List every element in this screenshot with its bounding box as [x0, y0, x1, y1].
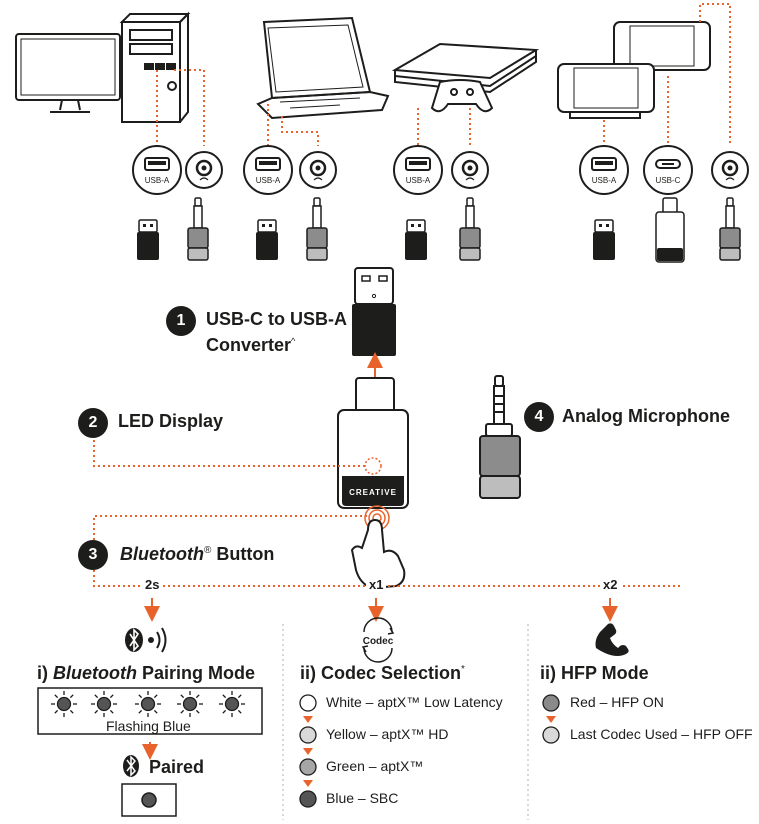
codec-led	[299, 726, 317, 744]
audio-jack-plug-icon	[306, 197, 328, 261]
usb-a-plug-icon	[405, 219, 427, 260]
laptop-icon	[256, 16, 390, 120]
usb-a-port-icon	[393, 145, 443, 195]
press-hold-label: 2s	[142, 577, 163, 592]
converter-label-line1: USB-C to USB-A	[206, 309, 347, 329]
analog-microphone-icon	[479, 375, 521, 499]
converter-label-line2: Converter^	[206, 335, 296, 355]
codec-item-label: Green – aptX™	[326, 758, 424, 774]
usb-c-port-icon	[643, 145, 693, 195]
usb-a-port-icon	[579, 145, 629, 195]
game-console-icon	[391, 42, 540, 113]
monitor-icon	[15, 33, 121, 113]
analog-microphone-label: Analog Microphone	[562, 406, 730, 426]
converter-label-sup: ^	[291, 336, 296, 346]
usb-a-plug-icon	[593, 219, 615, 260]
port-label: USB-A	[144, 176, 170, 185]
button-callout-line	[93, 515, 368, 540]
codec-item-label: Blue – SBC	[326, 790, 399, 806]
paired-label: Paired	[149, 757, 205, 777]
callout-2-badge: 2	[78, 408, 108, 438]
flashing-led	[219, 691, 245, 717]
press-branch-line	[93, 570, 680, 587]
desktop-tower-icon	[119, 11, 191, 123]
codec-arrow	[303, 780, 313, 787]
hfp-led-list	[542, 694, 560, 744]
audio-port-icon	[451, 151, 489, 189]
port-label: USB-A	[591, 176, 617, 185]
codec-led	[299, 694, 317, 712]
callout-4-badge: 4	[524, 402, 554, 432]
handheld-console-icon	[557, 21, 711, 119]
hfp-mode-title: ii) HFP Mode	[540, 663, 649, 683]
bluetooth-paired-icon	[123, 755, 139, 777]
device-port-connectors	[156, 3, 731, 146]
press-single-label: x1	[366, 577, 387, 592]
codec-arrow	[303, 716, 313, 723]
audio-port-icon	[711, 151, 749, 189]
audio-jack-plug-icon	[459, 197, 481, 261]
audio-jack-plug-icon	[719, 197, 741, 261]
callout-3-badge: 3	[78, 540, 108, 570]
press-double-label: x2	[600, 577, 621, 592]
flashing-leds-box	[37, 687, 263, 735]
flashing-leds	[51, 691, 245, 717]
pairing-mode-title: i) Bluetooth Pairing Mode	[37, 663, 255, 683]
codec-item-label: White – aptX™ Low Latency	[326, 694, 503, 710]
audio-port-icon	[299, 151, 337, 189]
led-display-label: LED Display	[118, 411, 224, 431]
bluetooth-pairing-icon	[125, 627, 167, 653]
dongle-brand-text: CREATIVE	[349, 488, 397, 497]
converter-label: USB-C to USB-A Converter^	[206, 308, 347, 356]
usb-a-converter-icon	[352, 267, 396, 356]
port-circles	[132, 145, 749, 195]
paired-led	[141, 792, 157, 808]
port-label: USB-C	[655, 176, 681, 185]
finger-icon	[350, 518, 406, 590]
codec-led-list	[299, 694, 317, 808]
flashing-led	[91, 691, 117, 717]
codec-icon-text: Codec	[363, 636, 394, 647]
audio-jack-plug-icon	[187, 197, 209, 261]
callout-1-badge: 1	[166, 306, 196, 336]
bt-dongle-icon	[337, 377, 409, 509]
usb-a-plug-icon	[137, 219, 159, 260]
codec-icon	[361, 617, 395, 663]
hfp-led	[542, 694, 560, 712]
plug-row	[137, 197, 741, 263]
audio-port-icon	[185, 151, 223, 189]
flashing-led	[135, 691, 161, 717]
hfp-item-label: Last Codec Used – HFP OFF	[570, 726, 753, 742]
usb-a-port-icon	[132, 145, 182, 195]
port-label: USB-A	[255, 176, 281, 185]
hfp-item-label: Red – HFP ON	[570, 694, 664, 710]
codec-arrow	[303, 748, 313, 755]
hfp-led	[542, 726, 560, 744]
codec-item-label: Yellow – aptX™ HD	[326, 726, 449, 742]
flashing-led	[177, 691, 203, 717]
usb-a-port-icon	[243, 145, 293, 195]
bluetooth-button-label: Bluetooth® Button	[120, 544, 275, 564]
codec-led	[299, 758, 317, 776]
port-label: USB-A	[405, 176, 431, 185]
usb-a-plug-icon	[256, 219, 278, 260]
led-callout-line	[93, 440, 365, 467]
flashing-led	[51, 691, 77, 717]
usb-c-dongle-icon	[655, 197, 685, 263]
hfp-arrow	[546, 716, 556, 723]
phone-icon	[595, 623, 629, 656]
codec-led	[299, 790, 317, 808]
flashing-blue-label: Flashing Blue	[106, 718, 191, 734]
codec-selection-title: ii) Codec Selection*	[300, 663, 465, 683]
